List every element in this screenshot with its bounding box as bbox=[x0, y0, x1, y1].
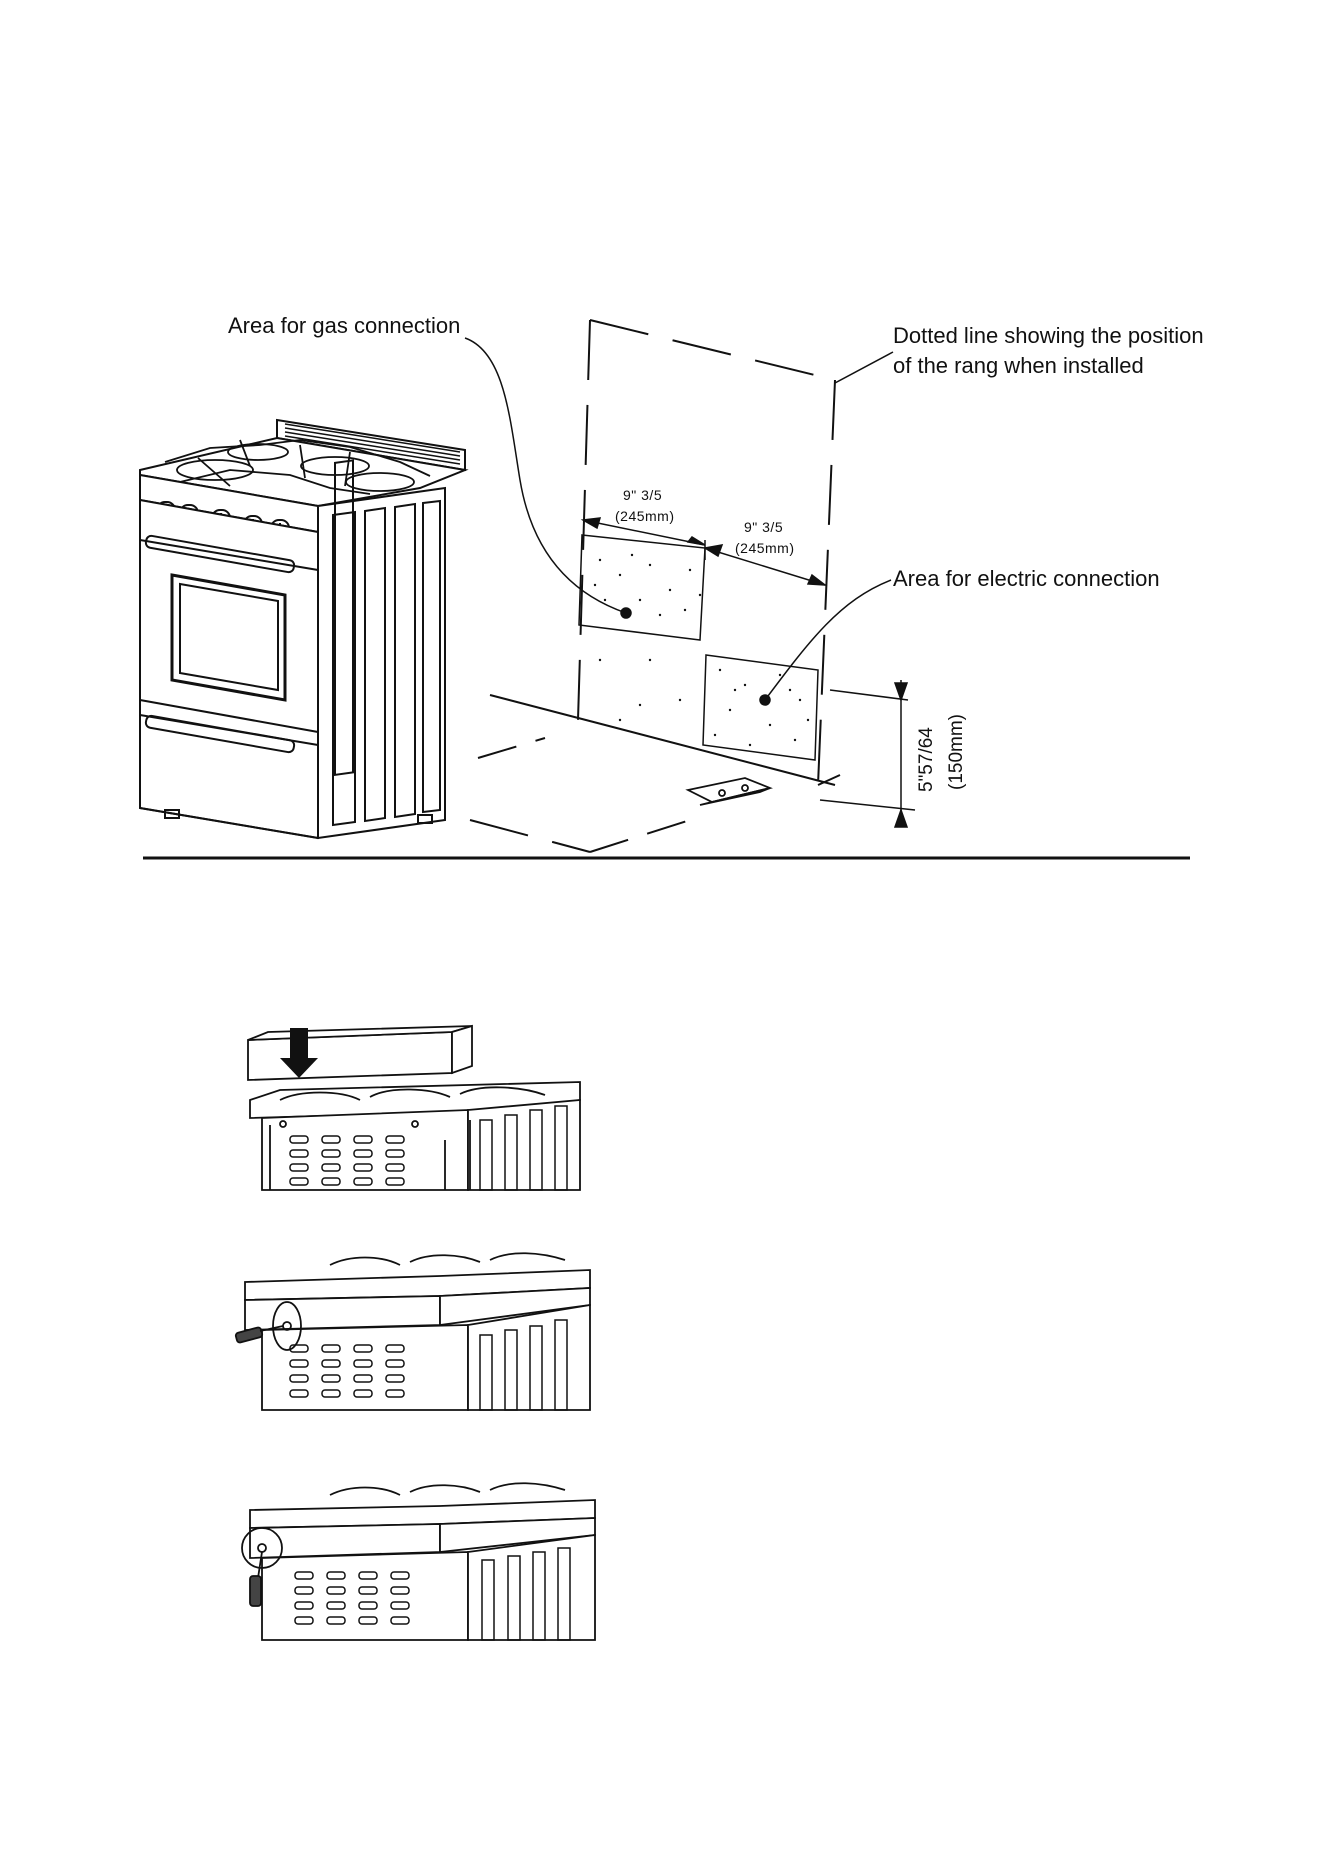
height-mm: (150mm) bbox=[946, 714, 967, 790]
electric-width-inches: 9" 3/5 bbox=[744, 519, 783, 535]
backguard-step-2-illustration bbox=[245, 1253, 590, 1410]
dotted-line-label-1: Dotted line showing the position bbox=[893, 323, 1204, 348]
screwdriver-icon bbox=[250, 1552, 262, 1606]
dotted-line-label-2: of the rang when installed bbox=[893, 353, 1144, 378]
installed-position-outline bbox=[470, 320, 840, 852]
anti-tip-bracket-icon bbox=[688, 778, 770, 805]
electric-width-mm: (245mm) bbox=[735, 540, 795, 556]
range-cooktop-illustration bbox=[140, 420, 465, 838]
height-inches: 5"57/64 bbox=[916, 727, 937, 792]
gas-width-inches: 9" 3/5 bbox=[623, 487, 662, 503]
stipple bbox=[594, 554, 809, 746]
backguard-step-3-illustration bbox=[242, 1483, 595, 1640]
gas-width-mm: (245mm) bbox=[615, 508, 675, 524]
electric-connection-label: Area for electric connection bbox=[893, 566, 1160, 591]
gas-connection-area bbox=[579, 535, 705, 640]
gas-connection-label: Area for gas connection bbox=[228, 313, 460, 338]
